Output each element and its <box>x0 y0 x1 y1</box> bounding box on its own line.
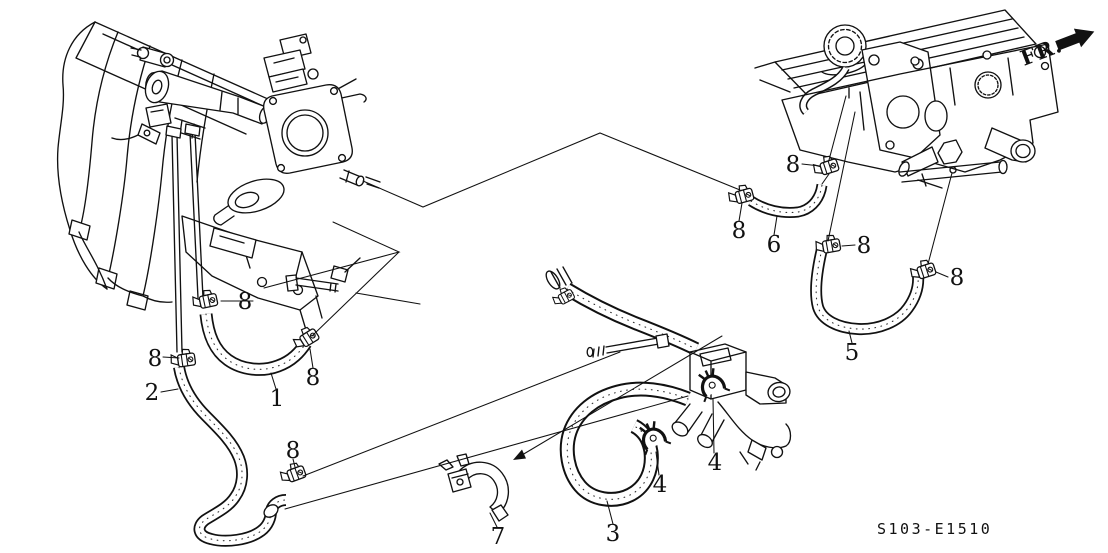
hose-6 <box>748 183 828 218</box>
hose-grommet-ring <box>263 504 279 518</box>
water-inlet-hose <box>545 266 700 356</box>
sensor-bolt <box>130 46 175 68</box>
callout-label-8: 8 <box>786 152 801 178</box>
hose-2 <box>173 365 287 547</box>
callout-label-2: 2 <box>145 380 160 406</box>
clamp-8 <box>277 459 308 486</box>
throttle-body <box>263 84 353 174</box>
fr-arrow-icon <box>1055 28 1095 51</box>
head-block <box>781 43 1059 173</box>
map-sensor <box>111 103 172 145</box>
direction-arrowhead <box>513 449 526 460</box>
callout-label-7: 7 <box>491 524 506 550</box>
clip-7 <box>438 453 509 522</box>
callout-label-6: 6 <box>767 232 782 258</box>
callout-label-8: 8 <box>950 265 965 291</box>
cylinder-head-assembly <box>754 9 1059 189</box>
water-sensors <box>898 139 1008 189</box>
outlet-neck <box>745 371 791 405</box>
callout-label-4: 4 <box>653 472 668 498</box>
water-passage-assembly <box>545 266 792 507</box>
callout-layer: 1 2 3 4 4 5 6 7 8 8 8 8 8 8 8 8 <box>145 152 965 550</box>
callout-label-8: 8 <box>732 218 747 244</box>
breather-pipe <box>799 65 850 115</box>
junction-bolt <box>586 333 670 358</box>
idle-air-valve <box>213 178 285 226</box>
diagram-part-code: S103-E1510 <box>877 520 992 538</box>
manifold-bracket <box>181 215 323 331</box>
fr-indicator: FR. <box>1017 28 1095 71</box>
oil-filler-cap <box>821 24 867 76</box>
intake-manifold-assembly <box>56 21 381 353</box>
callout-label-3: 3 <box>606 521 621 547</box>
engine-bracket <box>861 41 948 159</box>
purge-valve <box>330 265 349 283</box>
callout-label-4: 4 <box>708 450 723 476</box>
callout-label-8: 8 <box>286 438 301 464</box>
bypass-nipples <box>671 403 725 449</box>
breather-pipes <box>165 123 204 353</box>
hose-1 <box>199 313 312 376</box>
air-chamber <box>144 70 272 125</box>
lower-housing <box>717 401 792 471</box>
thermostat-outlet <box>984 127 1036 163</box>
callout-label-8: 8 <box>857 233 872 259</box>
callout-label-8: 8 <box>238 289 253 315</box>
callout-label-8: 8 <box>148 346 163 372</box>
callout-label-5: 5 <box>845 340 860 366</box>
callout-label-8: 8 <box>306 365 321 391</box>
callout-label-1: 1 <box>270 386 285 412</box>
hose-5 <box>810 247 925 336</box>
throttle-sensor-connector <box>263 33 319 93</box>
hose-3 <box>559 381 691 507</box>
bracket-bolt <box>285 274 339 293</box>
clamp-8 <box>190 287 219 311</box>
leader-lines <box>160 95 953 528</box>
